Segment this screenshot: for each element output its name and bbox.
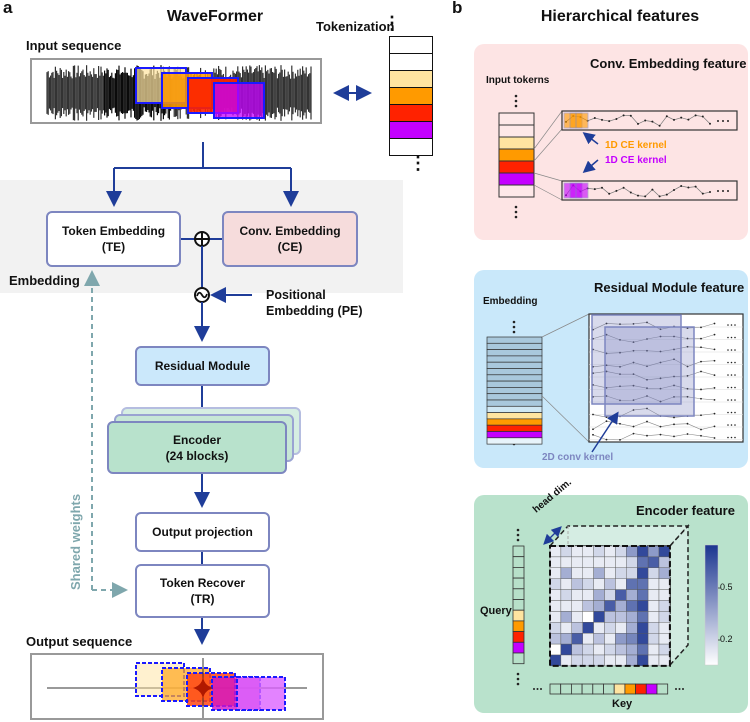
token-cell [389, 71, 433, 88]
output-projection-label: Output projection [152, 525, 253, 539]
panel-a-letter: a [3, 0, 13, 17]
hierarchical-features-title: Hierarchical features [540, 8, 700, 25]
output-projection-box[interactable]: Output projection [135, 512, 270, 552]
token-embedding-abbr: (TE) [101, 240, 126, 254]
input-waveform [46, 65, 312, 121]
input-tokens-label: Input tokerns [486, 75, 550, 86]
token-cell [389, 105, 433, 122]
colorbar-tick-05: 0.5 [720, 582, 733, 592]
token-cell [389, 139, 433, 156]
token-cell [389, 36, 433, 54]
positional-embedding-label: Positional Embedding (PE) [266, 287, 363, 319]
residual-module-label: Residual Module [154, 359, 251, 373]
token-cell [389, 122, 433, 139]
embedding-label: Embedding [483, 296, 538, 307]
colorbar-tick-02: 0.2 [720, 634, 733, 644]
ce-kernel-label-1: 1D CE kernel [605, 140, 667, 151]
output-peak [193, 675, 213, 701]
shared-weights-label: Shared weights [68, 493, 83, 590]
output-waveform [47, 658, 307, 718]
waveformer-title: WaveFormer [166, 8, 264, 25]
tokenization-label: Tokenization [316, 19, 395, 34]
encoder-box[interactable]: Encoder (24 blocks) [107, 421, 287, 474]
token-cell [389, 88, 433, 105]
key-label: Key [612, 698, 633, 710]
embedding-section-label: Embedding [9, 273, 80, 288]
token-ellipsis-top: ⋮ [383, 13, 401, 33]
output-token-window [236, 676, 286, 711]
positional-embedding-line2: Embedding (PE) [266, 304, 363, 318]
output-sequence-frame [30, 653, 324, 720]
conv-embedding-label: Conv. Embedding [239, 224, 341, 238]
encoder-feature-title: Encoder feature [636, 503, 735, 518]
token-strip [389, 36, 433, 156]
input-sequence-frame [30, 58, 322, 124]
token-recover-abbr: (TR) [190, 592, 215, 606]
input-token-window [213, 82, 265, 119]
token-embedding-label: Token Embedding [61, 224, 166, 238]
conv-embedding-abbr: (CE) [277, 240, 303, 254]
token-ellipsis-bottom: ⋮ [409, 153, 427, 173]
query-label: Query [480, 605, 512, 617]
encoder-blocks-label: (24 blocks) [165, 448, 229, 463]
token-embedding-box[interactable]: Token Embedding (TE) [46, 211, 181, 267]
conv-kernel-2d-label: 2D conv kernel [542, 452, 614, 463]
token-recover-box[interactable]: Token Recover (TR) [135, 564, 270, 618]
output-sequence-label: Output sequence [26, 634, 133, 649]
conv-feature-title: Conv. Embedding feature [590, 56, 747, 71]
panel-b-letter: b [452, 0, 463, 17]
conv-embedding-box[interactable]: Conv. Embedding (CE) [222, 211, 358, 267]
encoder-feature-panel [474, 495, 748, 713]
ce-kernel-label-2: 1D CE kernel [605, 155, 667, 166]
residual-feature-title: Residual Module feature [594, 280, 745, 295]
positional-junction [194, 287, 252, 342]
residual-module-box[interactable]: Residual Module [135, 346, 270, 386]
input-sequence-label: Input sequence [26, 38, 122, 53]
positional-embedding-line1: Positional [266, 288, 326, 302]
token-cell [389, 54, 433, 71]
encoder-label: Encoder [172, 432, 221, 447]
token-recover-label: Token Recover [159, 576, 246, 590]
